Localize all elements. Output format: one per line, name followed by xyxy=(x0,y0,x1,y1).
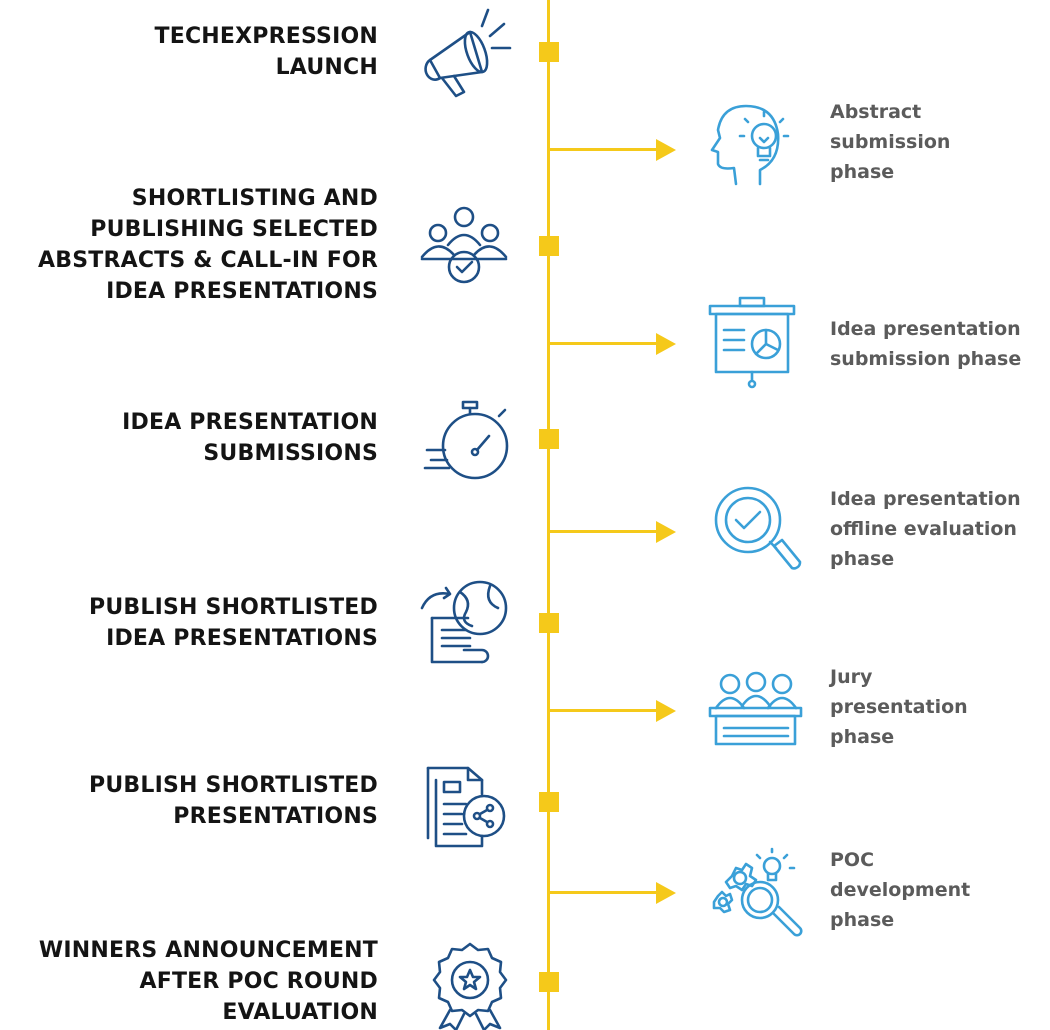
stopwatch-icon xyxy=(423,400,513,482)
timeline-branch xyxy=(549,530,659,533)
phase-label-idea-submission: Idea presentation submission phase xyxy=(830,318,1022,370)
document-globe-icon xyxy=(420,578,510,666)
timeline-node xyxy=(539,42,559,62)
timeline-node xyxy=(539,429,559,449)
phase-label-abstract: Abstract submission phase xyxy=(830,101,951,183)
jury-panel-icon xyxy=(708,671,803,748)
phase-label-jury: Jury presentation phase xyxy=(830,666,968,748)
step-label-shortlisting: SHORTLISTING AND PUBLISHING SELECTED ABS… xyxy=(38,186,378,304)
branch-arrowhead xyxy=(656,882,676,904)
branch-arrowhead xyxy=(656,521,676,543)
award-badge-icon xyxy=(428,940,512,1030)
timeline-branch xyxy=(549,891,659,894)
branch-arrowhead xyxy=(656,333,676,355)
phase-label-offline-evaluation: Idea presentation offline evaluation pha… xyxy=(830,488,1021,570)
branch-arrowhead xyxy=(656,139,676,161)
magnifier-check-icon xyxy=(712,482,802,577)
document-share-icon xyxy=(422,760,512,850)
step-label-publish-idea: PUBLISH SHORTLISTED IDEA PRESENTATIONS xyxy=(89,595,378,651)
timeline-node xyxy=(539,792,559,812)
timeline-branch xyxy=(549,148,659,151)
phase-label-poc: POC development phase xyxy=(830,849,971,931)
timeline-line xyxy=(547,0,550,1030)
timeline-branch xyxy=(549,342,659,345)
gears-idea-icon xyxy=(710,847,803,938)
timeline-branch xyxy=(549,709,659,712)
timeline-node xyxy=(539,972,559,992)
step-label-idea-submissions: IDEA PRESENTATION SUBMISSIONS xyxy=(122,410,378,466)
step-label-publish-presentations: PUBLISH SHORTLISTED PRESENTATIONS xyxy=(89,773,378,829)
team-approval-icon xyxy=(418,205,510,285)
branch-arrowhead xyxy=(656,700,676,722)
megaphone-icon xyxy=(420,8,515,100)
presentation-board-icon xyxy=(708,296,796,389)
head-lightbulb-icon xyxy=(704,98,800,190)
step-label-launch: TECHEXPRESSION LAUNCH xyxy=(154,24,378,80)
timeline-node xyxy=(539,236,559,256)
timeline-node xyxy=(539,613,559,633)
step-label-winners: WINNERS ANNOUNCEMENT AFTER POC ROUND EVA… xyxy=(38,938,378,1025)
